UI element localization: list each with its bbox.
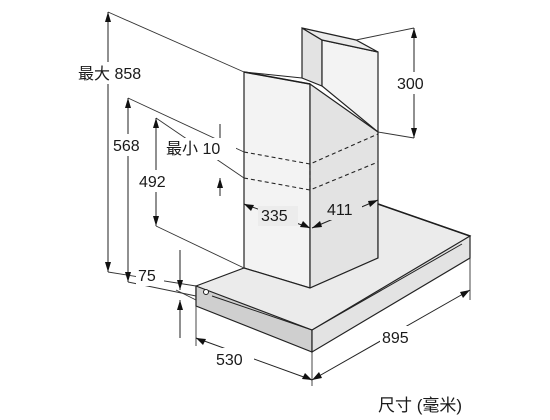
canopy-inner-ledge-right bbox=[311, 243, 463, 331]
label-895: 895 bbox=[382, 330, 409, 347]
canopy-back-edge bbox=[377, 203, 471, 237]
dimension-labels: 最大 858 300 568 最小 10 492 335 411 75 530 … bbox=[76, 62, 462, 415]
control-knob bbox=[203, 289, 209, 295]
label-411: 411 bbox=[327, 202, 353, 219]
overlap-dashed-line-lower bbox=[243, 161, 379, 191]
canopy-inner-ledge bbox=[211, 295, 313, 331]
label-492: 492 bbox=[139, 174, 166, 191]
lower-chimney-top-edge bbox=[243, 71, 311, 85]
lower-chimney-inner-edge bbox=[243, 71, 303, 79]
hood-body bbox=[195, 26, 472, 354]
dimension-lines bbox=[105, 12, 471, 381]
label-335: 335 bbox=[261, 208, 288, 225]
label-max-858: 最大 858 bbox=[78, 65, 141, 83]
label-min-10: 最小 10 bbox=[166, 140, 220, 158]
label-75: 75 bbox=[138, 268, 156, 285]
overlap-dashed-line bbox=[243, 133, 379, 165]
label-568: 568 bbox=[113, 138, 140, 155]
unit-label: 尺寸 (毫米) bbox=[378, 396, 462, 415]
label-530: 530 bbox=[216, 352, 243, 369]
upper-chimney-top bbox=[301, 27, 379, 53]
label-300: 300 bbox=[397, 76, 424, 93]
